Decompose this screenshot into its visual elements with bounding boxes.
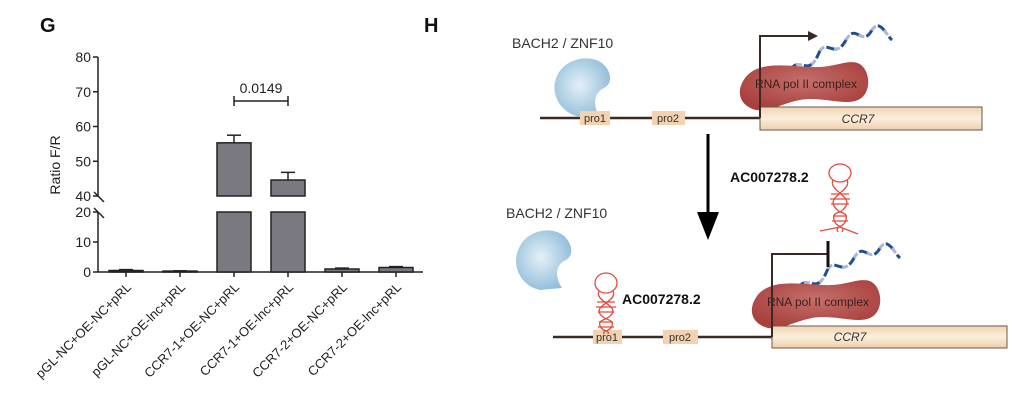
polymerase-label-top: RNA pol II complex: [755, 77, 857, 91]
gene-label-bottom: CCR7: [834, 330, 868, 344]
rna-polymerase-bottom: [751, 280, 881, 329]
transcription-start-arrow: [759, 35, 810, 118]
promoter-box-pro1-bottom: [593, 330, 622, 344]
x-tick-label: pGL-NC+OE-lnc+pRL: [88, 280, 188, 380]
promoter-label-pro1-top: pro1: [584, 113, 606, 125]
polymerase-label-bottom: RNA pol II complex: [767, 295, 869, 309]
bar: [108, 269, 144, 273]
p-value-label: 0.0149: [240, 80, 283, 96]
promoter-box-pro2-bottom: [663, 330, 698, 344]
rna-polymerase-top: [739, 62, 869, 111]
bar: [216, 142, 252, 197]
blocked-transcription-line: [771, 253, 828, 337]
bar: [216, 211, 252, 273]
y-tick-label: 0: [83, 264, 91, 280]
gene-box-top: [759, 106, 983, 131]
transition-arrow: [697, 134, 719, 240]
mrna-bottom-light: [796, 242, 902, 289]
bar: [324, 268, 360, 273]
gene-box-bottom: [771, 325, 1008, 349]
promoter-box-pro2-top: [652, 111, 685, 125]
y-tick-label: 80: [75, 49, 91, 65]
axis-break-mark: [93, 191, 105, 203]
lncrna-label-free: AC007278.2: [730, 169, 809, 185]
x-tick-label: CCR7-1+OE-lnc+pRL: [197, 280, 297, 380]
lncrna-free: AC007278.2: [730, 163, 859, 235]
x-tick-label: CCR7-1+OE-NC+pRL: [141, 280, 242, 381]
lncrna-hairpin-icon: [819, 163, 859, 235]
y-tick-label: 60: [75, 119, 91, 135]
y-tick-label: 70: [75, 84, 91, 100]
panel-label-g: G: [40, 15, 56, 37]
lncrna-label-bound: AC007278.2: [622, 291, 701, 307]
mrna-bottom: [796, 242, 902, 289]
axis-break-mark: [93, 207, 105, 219]
bar: [270, 179, 306, 197]
transcription-factor-bottom: [516, 230, 572, 290]
mrna-top: [788, 24, 894, 71]
promoter-label-pro2-bottom: pro2: [669, 332, 691, 344]
transcription-factor-top: [554, 58, 611, 118]
x-tick-label: CCR7-2+OE-NC+pRL: [249, 280, 350, 381]
y-tick-label: 50: [75, 153, 91, 169]
y-axis-label: Ratio F/R: [47, 135, 63, 194]
bar: [270, 211, 306, 273]
promoter-label-pro1-bottom: pro1: [596, 332, 618, 344]
promoter-box-pro1-top: [580, 111, 610, 125]
arrow-down-icon: [697, 212, 719, 240]
lncrna-bound-hairpin-icon: [594, 272, 618, 335]
arrowhead-icon: [808, 31, 818, 41]
gene-label-top: CCR7: [842, 112, 876, 126]
promoter-label-pro2-top: pro2: [657, 113, 679, 125]
y-tick-label: 20: [75, 204, 91, 220]
y-tick-label: 10: [75, 234, 91, 250]
mrna-top-light: [788, 24, 894, 71]
factor-label-top: BACH2 / ZNF10: [512, 35, 613, 51]
factor-label-bottom: BACH2 / ZNF10: [506, 205, 607, 221]
diagram-top: BACH2 / ZNF10 pro1 pro2 RNA pol II compl…: [512, 24, 983, 131]
panel-label-h: H: [424, 15, 438, 37]
y-tick-label: 40: [75, 188, 91, 204]
diagram-bottom: BACH2 / ZNF10 pro1 pro2 AC007278.2 RNA p…: [506, 205, 1008, 349]
bar: [378, 266, 414, 273]
x-tick-label: pGL-NC+OE-NC+pRL: [33, 280, 135, 382]
x-tick-label: CCR7-2+OE-lnc+pRL: [305, 280, 405, 380]
